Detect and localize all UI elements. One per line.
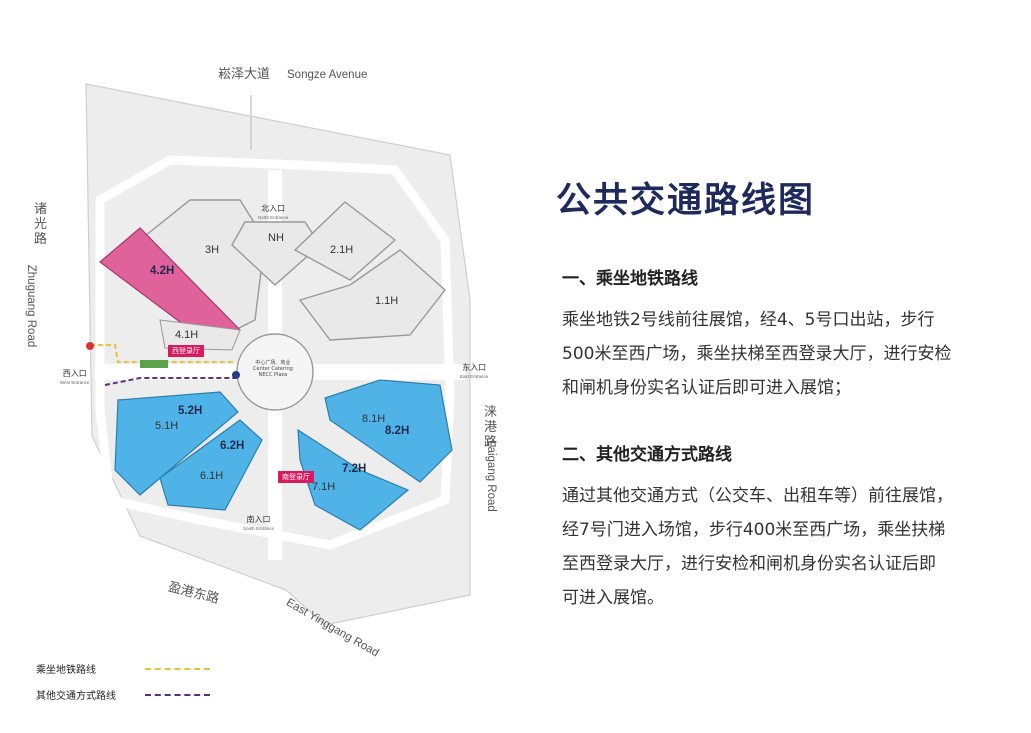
hall-label-7-2h: 7.2H — [342, 463, 367, 475]
hall-label-1-1h: 1.1H — [375, 295, 399, 307]
east-road-label: 涞港路 — [484, 405, 498, 450]
section-other-line: 可进入展馆。 — [562, 588, 664, 608]
south-registration-hall-tag: 南登录厅 — [278, 471, 314, 483]
hall-8-highlight — [324, 379, 453, 483]
section-metro-line: 500米至西广场，乘坐扶梯至西登录大厅，进行安检 — [562, 344, 952, 364]
hall-label-4-2h: 4.2H — [150, 265, 175, 277]
legend-metro-label: 乘坐地铁路线 — [36, 665, 96, 676]
hall-5-highlight — [114, 391, 239, 496]
section-metro-body: 乘坐地铁2号线前往展馆，经4、5号口出站，步行 500米至西广场，乘坐扶梯至西登… — [562, 303, 1012, 405]
section-other-line: 经7号门进入场馆，步行400米至西广场，乘坐扶梯 — [562, 520, 946, 540]
north-road-label-en: Songze Avenue — [287, 69, 368, 81]
hall-label-8-1h: 8.1H — [362, 413, 386, 425]
hall-label-4-1h: 4.1H — [175, 329, 199, 341]
west-registration-hall-tag: 西登录厅 — [168, 345, 204, 357]
legend-metro-line — [145, 668, 210, 670]
hall-label-6-2h: 6.2H — [220, 440, 245, 452]
hall-4-1h — [159, 319, 241, 351]
hall-label-2-1h: 2.1H — [330, 244, 354, 256]
east-road-label-en: Laigang Road — [484, 440, 497, 512]
hall-label-5-2h: 5.2H — [178, 405, 203, 417]
hall-label-5-1h: 5.1H — [155, 420, 179, 432]
hall-label-6-1h: 6.1H — [200, 470, 224, 482]
page-title: 公共交通路线图 — [556, 181, 816, 221]
hall-1-1h — [298, 249, 446, 341]
north-road-label: 崧泽大道 — [218, 67, 271, 82]
west-road-label-en: Zhuguang Road — [25, 264, 38, 348]
hall-label-8-2h: 8.2H — [385, 425, 410, 437]
section-metro-line: 乘坐地铁2号线前往展馆，经4、5号口出站，步行 — [562, 310, 935, 330]
section-other-heading: 二、其他交通方式路线 — [562, 445, 732, 465]
metro-exit-icon — [86, 342, 94, 350]
metro-station-icon — [232, 371, 240, 379]
west-road-label: 诸光路 — [34, 202, 48, 247]
section-metro-line: 和闸机身份实名认证后即可进入展馆； — [562, 378, 851, 398]
hall-label-nh: NH — [268, 232, 284, 244]
legend-other-line — [145, 694, 210, 696]
hall-7-highlight — [297, 428, 410, 531]
hall-label-7-1h: 7.1H — [312, 481, 336, 493]
center-plaza-label: 中心广场、商业 Center Catering NECC Plaza — [253, 360, 293, 378]
hall-nh — [231, 221, 321, 286]
metro-route-line — [90, 344, 235, 363]
hall-2-1h — [293, 201, 397, 281]
hall-label-3h: 3H — [205, 244, 220, 256]
section-other-line: 通过其他交通方式（公交车、出租车等）前往展馆， — [562, 486, 953, 506]
section-other-body: 通过其他交通方式（公交车、出租车等）前往展馆， 经7号门进入场馆，步行400米至… — [562, 479, 1012, 615]
section-metro-heading: 一、乘坐地铁路线 — [562, 269, 698, 289]
legend-other-label: 其他交通方式路线 — [36, 691, 116, 702]
other-route-line — [104, 377, 235, 386]
west-entrance-marker — [140, 360, 168, 368]
section-other-line: 至西登录大厅，进行安检和闸机身份实名认证后即 — [562, 554, 936, 574]
hall-6-highlight — [159, 419, 263, 511]
